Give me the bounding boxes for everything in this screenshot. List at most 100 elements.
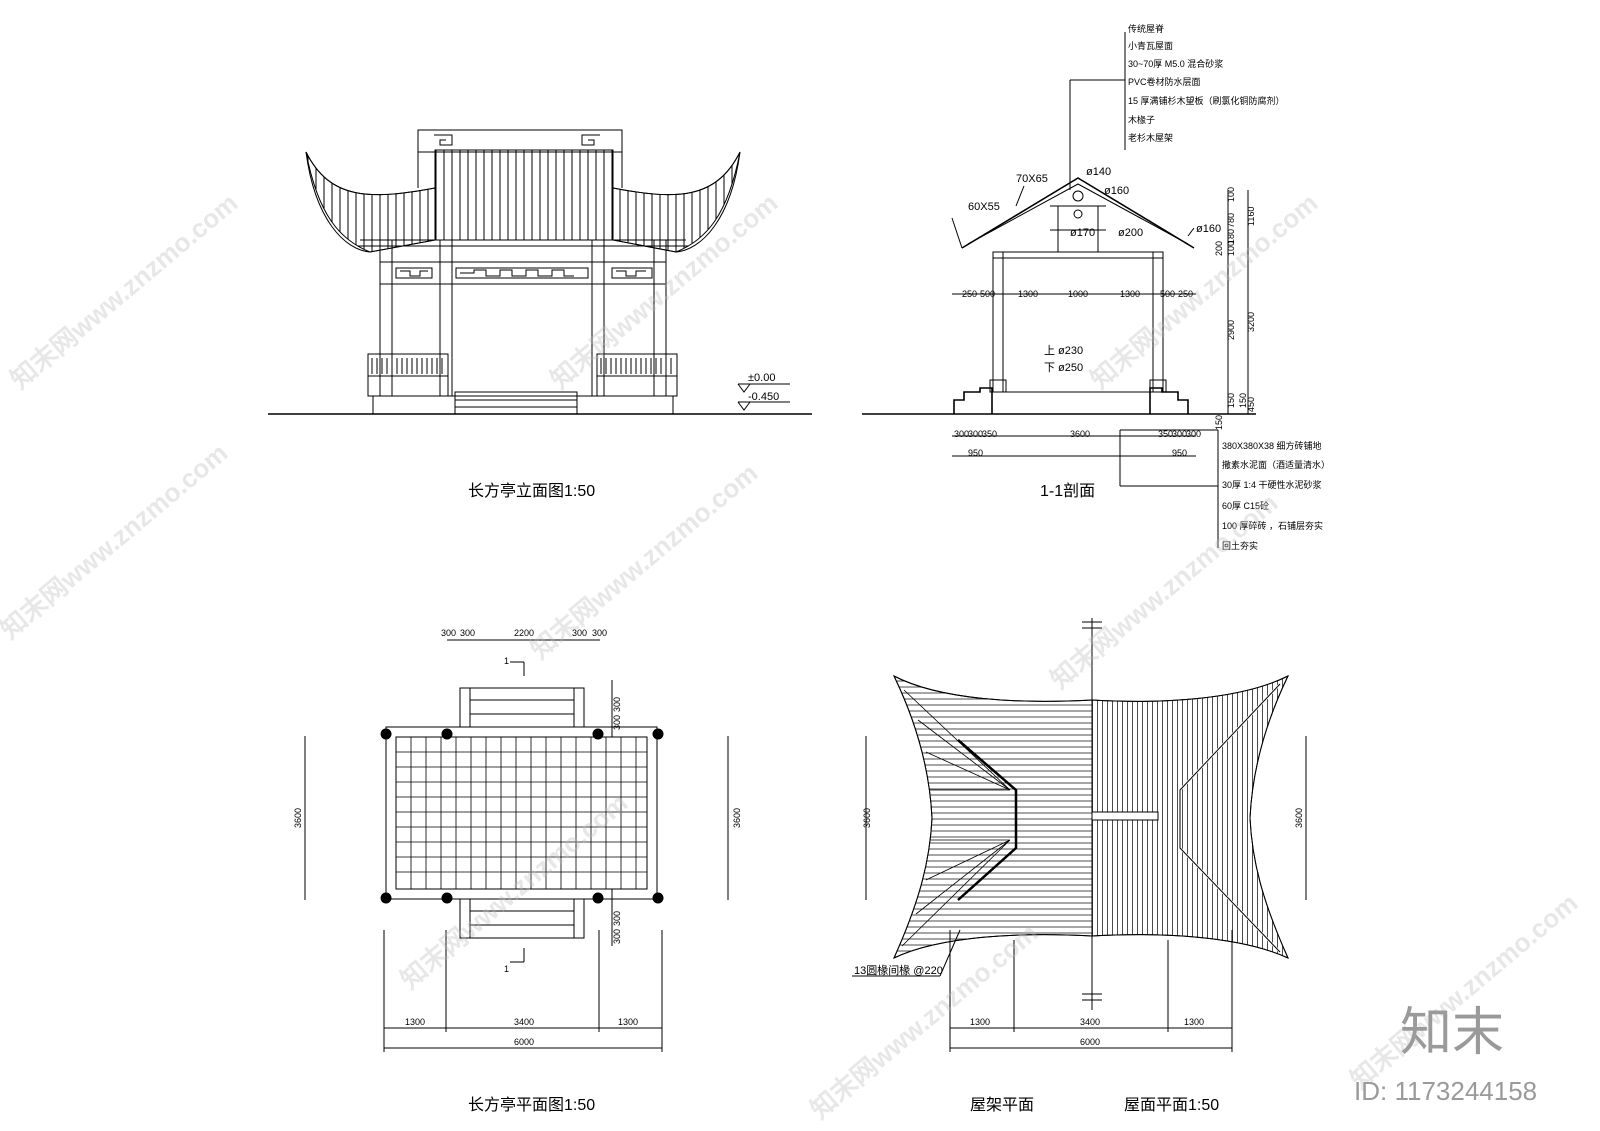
roof-eave-left [305, 151, 436, 253]
svg-text:300: 300 [572, 628, 587, 638]
svg-text:300: 300 [1172, 429, 1187, 439]
svg-text:950: 950 [968, 448, 983, 458]
watermark-text: 知末网www.znzmo.com [1345, 887, 1584, 1094]
member-label: 70X65 [1016, 173, 1048, 185]
plan-columns [380, 728, 664, 904]
floor-layer-note: 30厚 1:4 干硬性水泥砂浆 [1222, 479, 1322, 490]
column-dot [592, 892, 604, 904]
level-top-label: ±0.00 [748, 372, 775, 384]
svg-text:250: 250 [962, 289, 977, 299]
svg-text:1300: 1300 [1120, 289, 1140, 299]
roof-bottom-dim: 3400 [1080, 1017, 1100, 1027]
roof-layer-note: 30~70厚 M5.0 混合砂浆 [1128, 58, 1223, 69]
section-base-dims: 300 300 350 3600 350 300 300 950 950 [954, 429, 1201, 458]
member-label: ø170 [1070, 227, 1095, 239]
roof-layer-note: 小青瓦屋面 [1128, 40, 1173, 51]
watermark-text: 知末网www.znzmo.com [0, 437, 233, 644]
svg-text:300: 300 [592, 628, 607, 638]
svg-text:780: 780 [1226, 213, 1236, 228]
svg-text:300: 300 [954, 429, 969, 439]
column-dot [652, 892, 664, 904]
floor-layer-note: 撒素水泥面（酒适量清水） [1222, 459, 1330, 470]
ridge [417, 129, 623, 153]
roof-layer-note: 老杉木屋架 [1128, 132, 1173, 143]
watermark-text: 知末网www.znzmo.com [1045, 487, 1284, 694]
roof-slope [961, 177, 1195, 249]
column-dot [441, 892, 453, 904]
svg-text:3600: 3600 [1070, 429, 1090, 439]
svg-text:950: 950 [1172, 448, 1187, 458]
member-label: ø160 [1104, 185, 1129, 197]
section-drawing [862, 32, 1256, 548]
svg-text:350: 350 [1158, 429, 1173, 439]
column [992, 251, 1004, 393]
section-horiz-dims: 250 500 1300 1000 1300 500 250 [962, 289, 1193, 299]
plan-drawing [304, 639, 729, 1052]
svg-text:100: 100 [1226, 241, 1236, 256]
svg-text:150: 150 [1238, 393, 1248, 408]
svg-text:2200: 2200 [514, 628, 534, 638]
svg-text:2900: 2900 [1226, 320, 1236, 340]
svg-text:1160: 1160 [1246, 207, 1256, 226]
side-dim: 300 [612, 697, 622, 712]
roof-title: 屋面平面1:50 [1124, 1097, 1219, 1114]
plan-bottom-dim: 1300 [618, 1017, 638, 1027]
plan-total-dim: 6000 [514, 1037, 534, 1047]
floor-layer-note: 100 厚碎砖 ，石铺层夯实 [1222, 520, 1323, 531]
column-dot [380, 728, 392, 740]
svg-text:150: 150 [1214, 415, 1224, 430]
section-title: 1-1剖面 [1040, 482, 1095, 500]
svg-text:180: 180 [1226, 229, 1236, 244]
side-dim: 300 [612, 929, 622, 944]
elevation-drawing [268, 129, 812, 415]
column-label: 上 ø230 [1044, 344, 1083, 357]
svg-text:300: 300 [1186, 429, 1201, 439]
svg-text:100: 100 [1226, 187, 1236, 202]
svg-text:300: 300 [460, 628, 475, 638]
base-right [1149, 387, 1189, 414]
svg-text:250: 250 [1178, 289, 1193, 299]
rafter-note: 13圆椽间椽 @220 [854, 964, 943, 977]
svg-text:500: 500 [1160, 289, 1175, 299]
column-dot [380, 892, 392, 904]
logo-mark: 知末 [1400, 1004, 1504, 1062]
svg-text:200: 200 [1214, 241, 1224, 256]
watermark-layer: 知末网www.znzmo.com 知末网www.znzmo.com 知末网www… [0, 187, 1583, 1124]
watermark-text: 知末网www.znzmo.com [805, 917, 1044, 1124]
side-dim: 300 [612, 715, 622, 730]
floor-layer-note: 380X380X38 细方砖铺地 [1222, 440, 1322, 451]
member-label: 60X55 [968, 201, 1000, 213]
roof-bottom-dim: 1300 [970, 1017, 990, 1027]
plan-height-dim: 3600 [293, 808, 303, 828]
svg-text:450: 450 [1246, 397, 1256, 412]
member-label: ø160 [1196, 223, 1221, 235]
plan-bottom-dim: 1300 [405, 1017, 425, 1027]
balustrade-right [596, 353, 678, 377]
roof-layer-note: 15 厚满铺杉木望板（刷氯化铜防腐剂） [1128, 95, 1285, 106]
plan-bottom-dim: 3400 [514, 1017, 534, 1027]
member-label: ø200 [1118, 227, 1143, 239]
column-dot [592, 728, 604, 740]
plan-top-dims: 300 300 2200 300 300 [441, 628, 607, 638]
svg-text:350: 350 [982, 429, 997, 439]
roof-layer-note: 木椽子 [1128, 114, 1155, 125]
roof-height-dim: 3600 [862, 808, 872, 828]
roof-layer-note: 传统屋脊 [1128, 23, 1164, 34]
svg-text:150: 150 [1226, 393, 1236, 408]
section-mark: 1 [504, 964, 509, 974]
floor-layer-note: 回土夯实 [1222, 540, 1258, 551]
svg-text:300: 300 [441, 628, 456, 638]
section-mark: 1 [504, 656, 509, 666]
roof-total-dim: 6000 [1080, 1037, 1100, 1047]
roof-plan-drawing [852, 618, 1307, 1052]
roof-tiles [434, 149, 614, 241]
column-dot [652, 728, 664, 740]
watermark-text: 知末网www.znzmo.com [395, 787, 634, 994]
frame-title: 屋架平面 [970, 1096, 1034, 1114]
frame-plan-half [892, 674, 1093, 960]
image-id: ID: 1173244158 [1354, 1076, 1537, 1106]
plan-step-bottom [459, 898, 585, 939]
roof-bottom-dim: 1300 [1184, 1017, 1204, 1027]
svg-text:1300: 1300 [1018, 289, 1038, 299]
plinth [372, 395, 674, 415]
